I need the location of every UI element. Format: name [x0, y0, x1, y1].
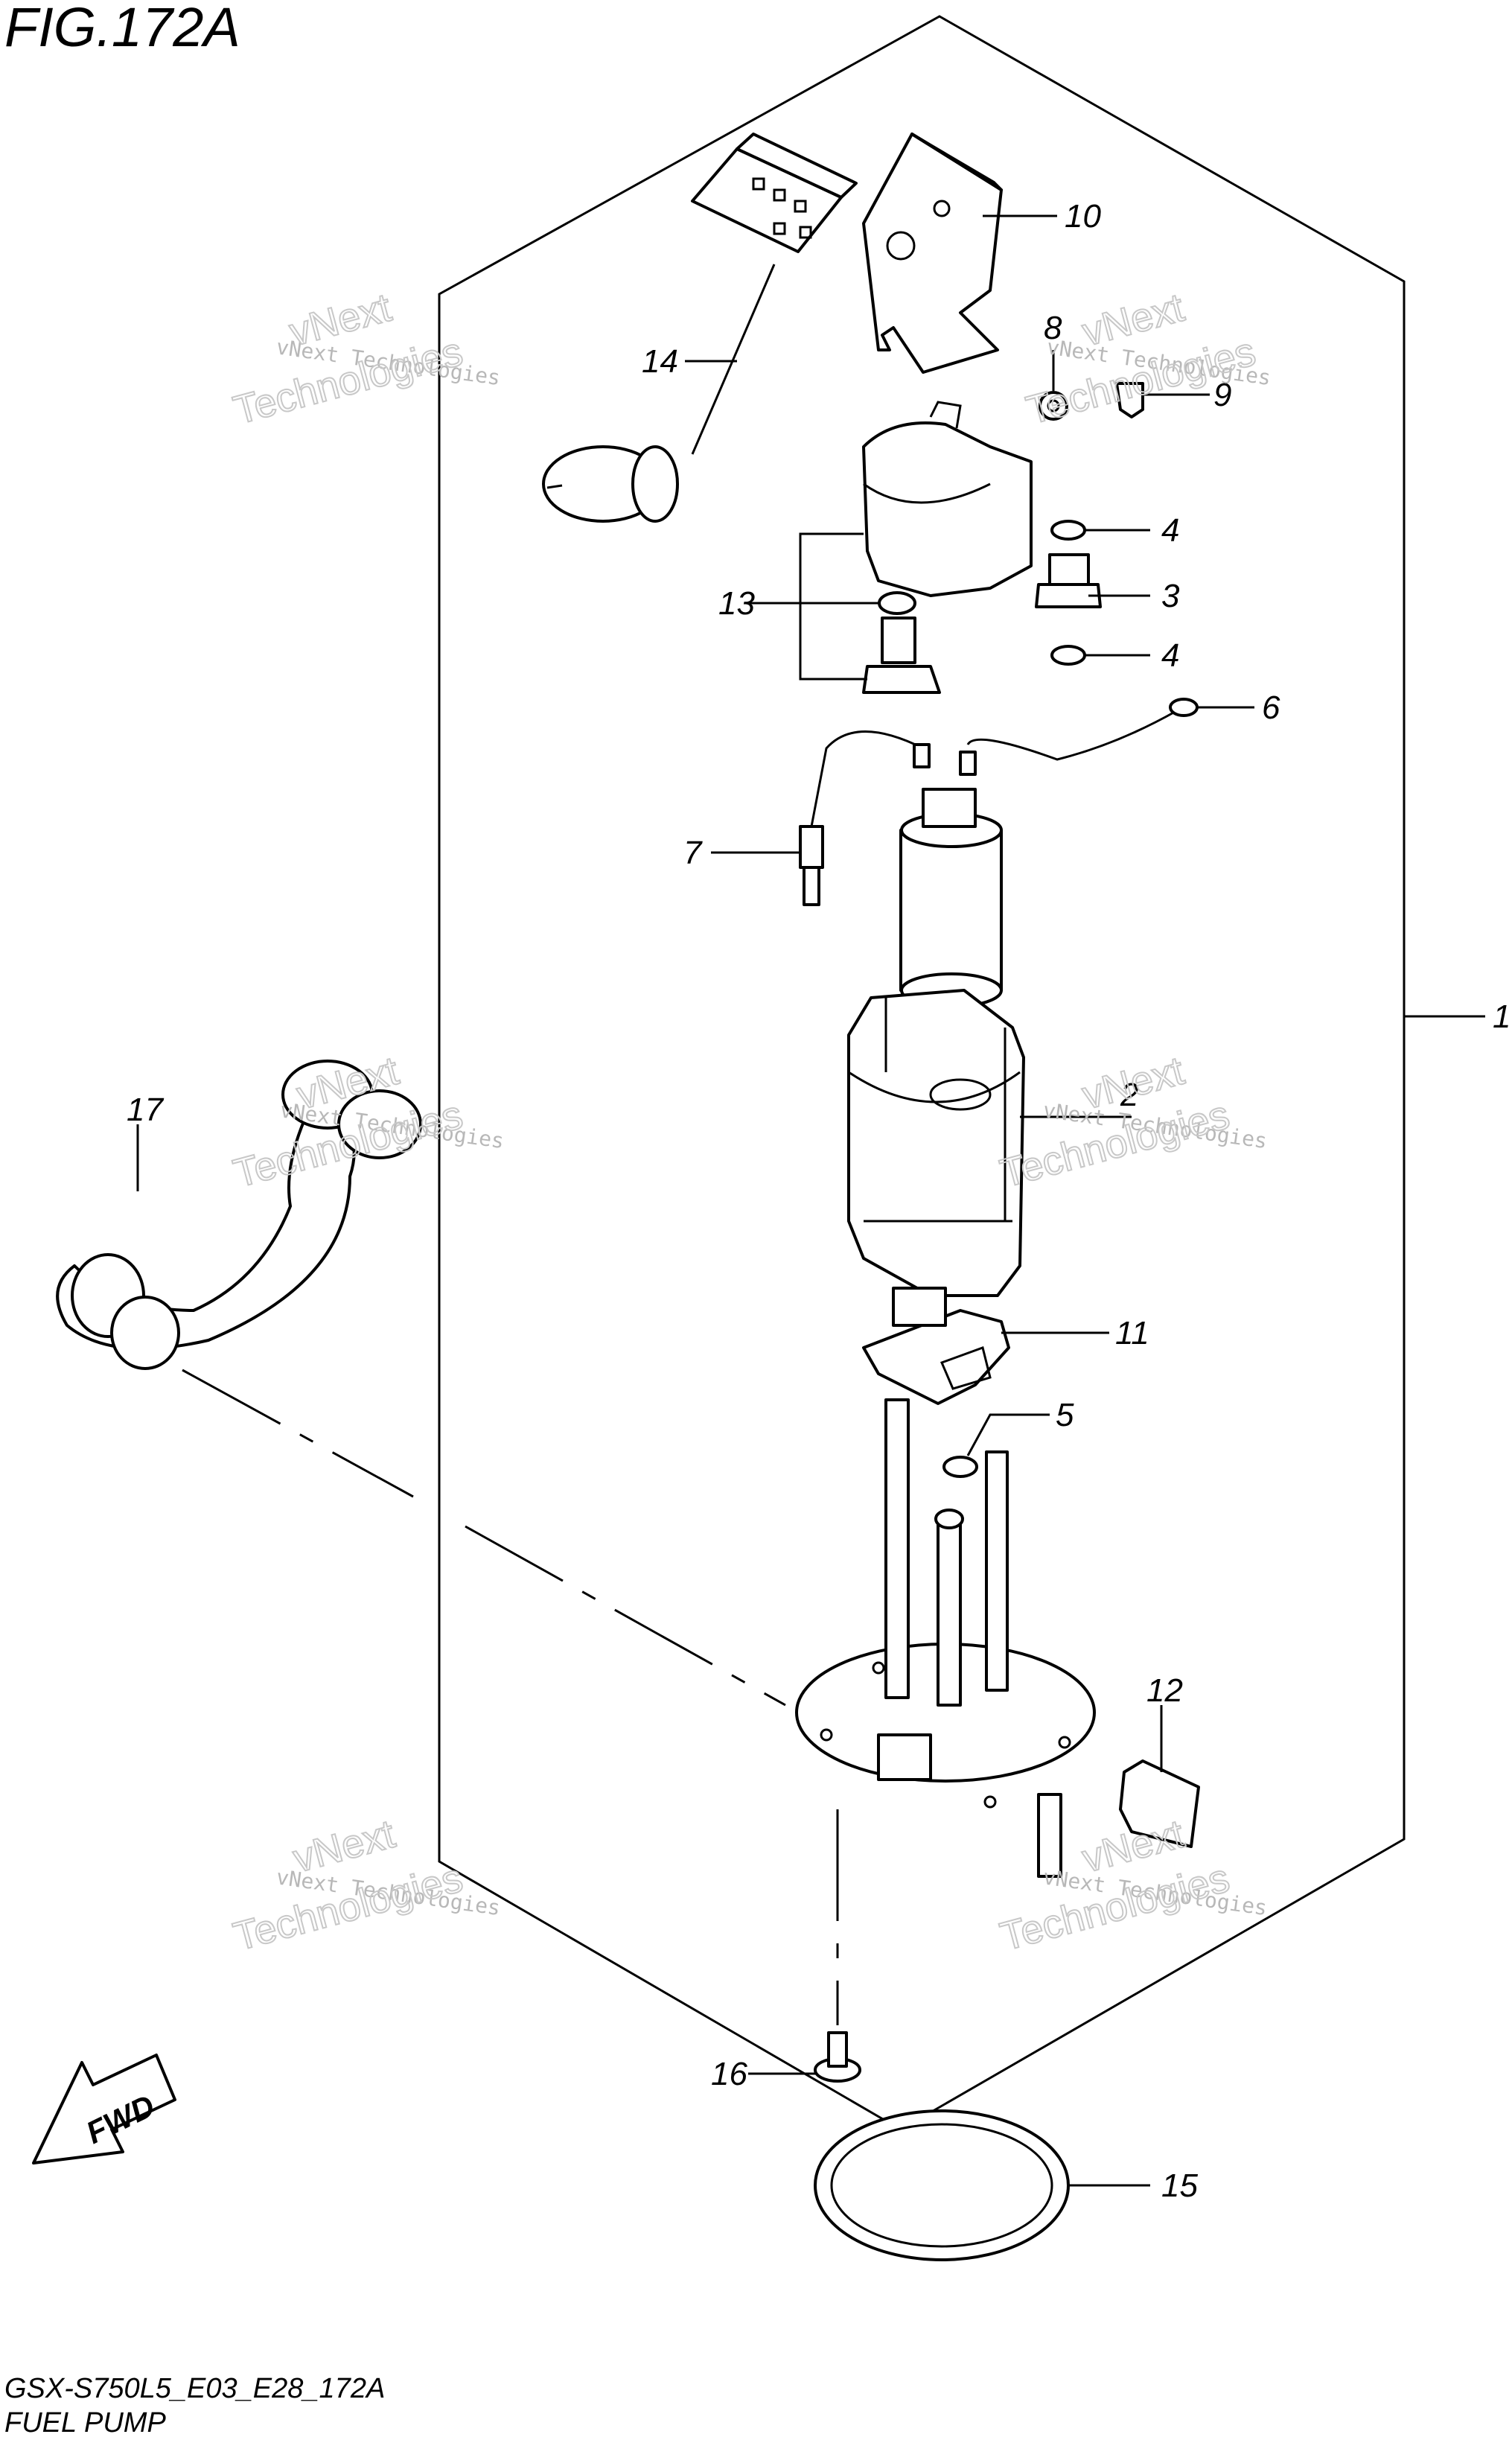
footer-code: GSX-S750L5_E03_E28_172A — [4, 2373, 385, 2404]
part-2-housing — [847, 989, 1025, 1297]
callout-4-lower: 4 — [1161, 637, 1179, 674]
figure-title: FIG.172A — [4, 0, 240, 58]
callout-3: 3 — [1161, 578, 1180, 614]
part-13-oring — [878, 591, 916, 615]
callout-10: 10 — [1065, 198, 1101, 235]
callout-9: 9 — [1213, 377, 1231, 413]
callout-17: 17 — [127, 1092, 164, 1128]
part-11-strainer — [862, 1287, 1010, 1405]
callout-13: 13 — [718, 585, 755, 622]
callout-7: 7 — [683, 835, 703, 871]
fuel-pump-motor — [899, 743, 1003, 1008]
part-4-oring-lower — [1050, 645, 1086, 666]
callout-15: 15 — [1161, 2167, 1198, 2204]
part-13-regulator-cover — [862, 401, 1033, 597]
part-10-bracket — [862, 133, 1003, 374]
part-7-wire — [799, 730, 924, 906]
fwd-arrow: FWD — [32, 2054, 176, 2165]
callout-11: 11 — [1115, 1315, 1149, 1351]
watermark-big-2a: vNext — [1078, 285, 1189, 355]
callout-4-upper: 4 — [1161, 512, 1179, 549]
part-6-wire — [966, 698, 1199, 761]
callout-5: 5 — [1056, 1397, 1074, 1433]
callout-8: 8 — [1044, 310, 1062, 346]
pump-base-plate — [795, 1398, 1096, 1878]
part-5-oring — [942, 1456, 978, 1478]
part-8-nut — [1039, 391, 1068, 421]
watermarks: vNext Technologies vNext Technologies vN… — [229, 284, 1273, 1960]
part-12-damper — [1119, 1759, 1200, 1848]
callout-6: 6 — [1262, 689, 1280, 726]
footer-name: FUEL PUMP — [4, 2407, 166, 2439]
part-9-clip — [1115, 382, 1144, 418]
callout-labels: 10 8 9 14 4 3 4 13 6 7 1 2 17 11 5 12 16… — [127, 198, 1511, 2204]
watermark-big-5b: Technologies — [229, 1856, 468, 1960]
callout-12: 12 — [1146, 1672, 1183, 1709]
part-16-bolt — [814, 2031, 861, 2083]
part-15-gasket — [814, 2109, 1070, 2261]
part-13-regulator — [862, 617, 941, 694]
alignment-lines — [182, 1369, 839, 2025]
callout-16: 16 — [711, 2056, 747, 2092]
callout-2: 2 — [1120, 1077, 1138, 1113]
callout-14: 14 — [642, 343, 678, 380]
leader-lines — [136, 214, 1485, 2187]
part-14-fuel-gauge — [542, 133, 858, 523]
part-4-oring-upper — [1050, 520, 1086, 541]
part-17-fuel-hose — [56, 1060, 422, 1370]
watermark-big-5a: vNext — [289, 1812, 400, 1882]
part-3-filter — [1035, 553, 1102, 608]
callout-1: 1 — [1493, 998, 1511, 1035]
